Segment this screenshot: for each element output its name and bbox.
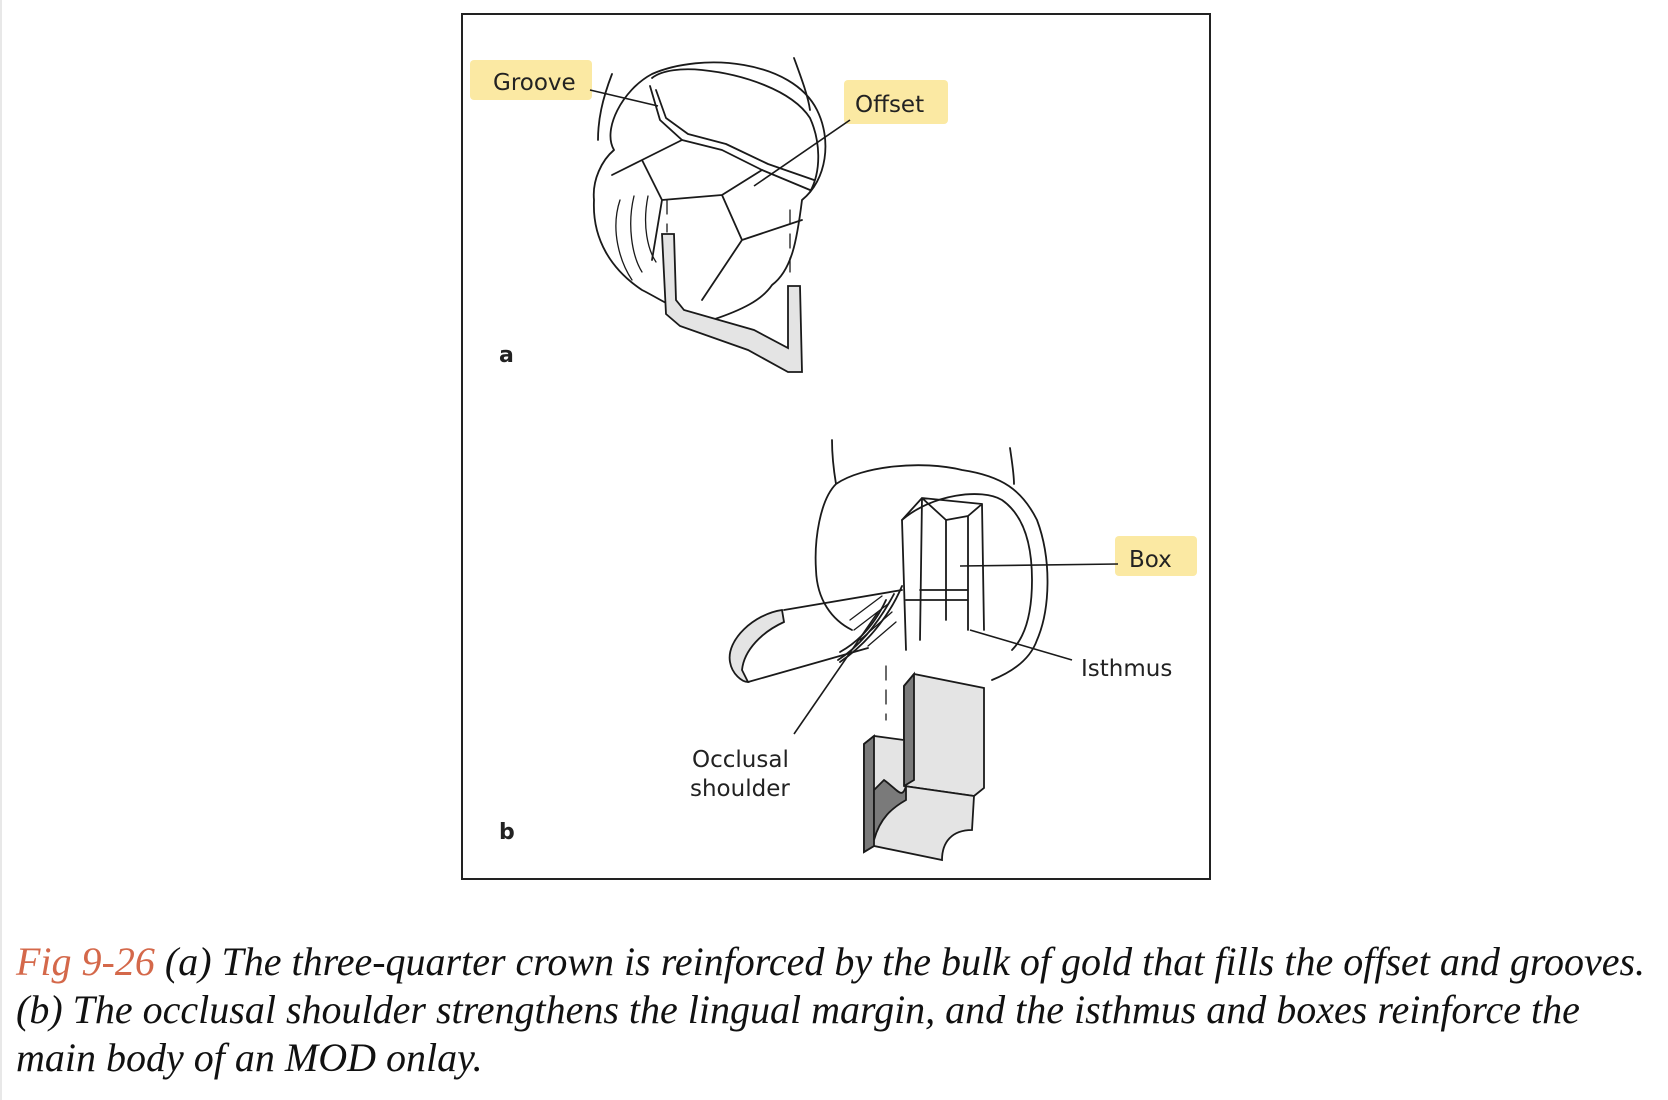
offset-label: Offset <box>855 92 924 118</box>
panel-a-drawing: Groove Offset a <box>470 57 948 373</box>
cusp-bottom-line <box>747 647 869 683</box>
cusp-top-line <box>783 589 903 611</box>
panel-b-drawing: Box Isthmus Occlusal shoulder b <box>499 439 1197 862</box>
gold-box-side <box>903 671 915 788</box>
onlay-body-outline <box>901 493 1033 651</box>
occlusal-shoulder-leader <box>793 611 879 735</box>
shoulder-hatching <box>849 595 897 647</box>
caption-text: (a) The three-quarter crown is reinforce… <box>16 939 1646 1080</box>
offset-leader <box>753 119 851 187</box>
box-leader <box>959 563 1119 567</box>
tooth-a-outline <box>592 61 827 321</box>
occlusal-label-line1: Occlusal <box>692 747 789 773</box>
isthmus-leader <box>969 629 1073 661</box>
gold-isthmus-side <box>863 734 875 854</box>
tooth-a-root-lines <box>597 57 811 141</box>
gold-scoop <box>873 778 907 841</box>
offset-label-highlight <box>844 80 948 124</box>
gold-box-block <box>903 673 985 797</box>
groove-leader <box>589 89 659 107</box>
crown-a-occlusal <box>651 68 820 193</box>
groove-label: Groove <box>493 70 576 96</box>
crown-a-buccal-curves <box>615 195 657 281</box>
figure-frame <box>461 13 1211 880</box>
crown-a-offset-rim <box>649 85 815 191</box>
crown-a-facets <box>611 139 803 301</box>
figure-number: Fig 9-26 <box>16 939 155 984</box>
box-label: Box <box>1129 547 1172 573</box>
gold-groove-reinforcement <box>661 233 803 373</box>
panel-b-letter: b <box>499 820 515 845</box>
groove-label-highlight <box>470 60 592 100</box>
box-label-highlight <box>1115 536 1197 576</box>
tooth-b-outline <box>814 439 1049 681</box>
box-cavity <box>901 497 985 651</box>
isthmus-label: Isthmus <box>1081 656 1172 682</box>
occlusal-label-line2: shoulder <box>690 776 790 802</box>
lingual-cusp-fragment <box>728 608 786 683</box>
gold-isthmus-step <box>863 735 975 862</box>
figure-caption: Fig 9-26 (a) The three-quarter crown is … <box>16 938 1656 1082</box>
panel-a-letter: a <box>499 343 514 368</box>
